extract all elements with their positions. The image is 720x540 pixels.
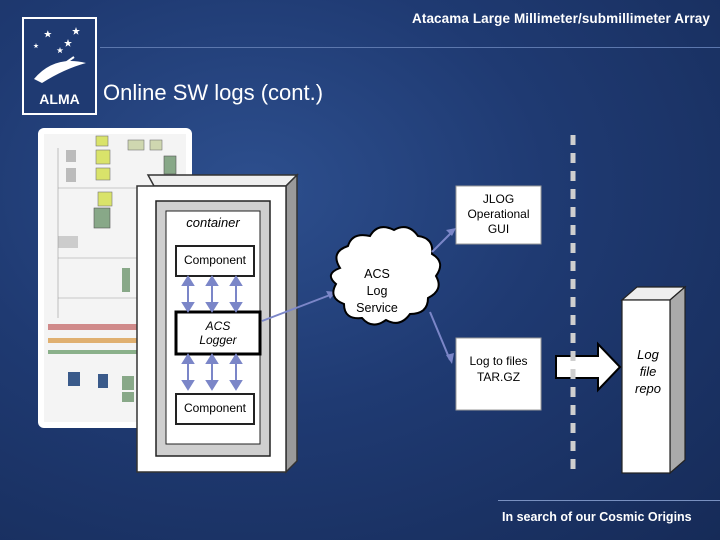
jlog-box	[455, 185, 542, 245]
component-bottom-label: Component	[183, 401, 247, 415]
dashed-divider	[570, 135, 576, 475]
footer-divider	[498, 500, 720, 501]
component-top-box	[175, 245, 255, 277]
logo-text: ALMA	[39, 91, 80, 107]
container-top-face	[146, 174, 299, 187]
acs-log-service-cloud	[329, 226, 442, 326]
container-label: container	[186, 215, 240, 230]
container-side-face	[285, 173, 298, 474]
telescope-stars-icon	[33, 27, 86, 83]
transfer-arrow-icon	[555, 341, 622, 393]
header-org-name: Atacama Large Millimeter/submillimeter A…	[412, 11, 711, 26]
slide-title: Online SW logs (cont.)	[103, 80, 324, 105]
component-bottom-box	[175, 393, 255, 425]
footer-tagline: In search of our Cosmic Origins	[502, 510, 692, 524]
log-file-repo-box	[621, 299, 671, 474]
alma-logo: ALMA	[22, 17, 97, 115]
header-divider	[100, 47, 720, 48]
log-files-box	[455, 337, 542, 411]
acs-logger-box	[174, 310, 262, 356]
component-top-label: Component	[183, 253, 247, 267]
component-logger-arrows	[181, 275, 243, 391]
